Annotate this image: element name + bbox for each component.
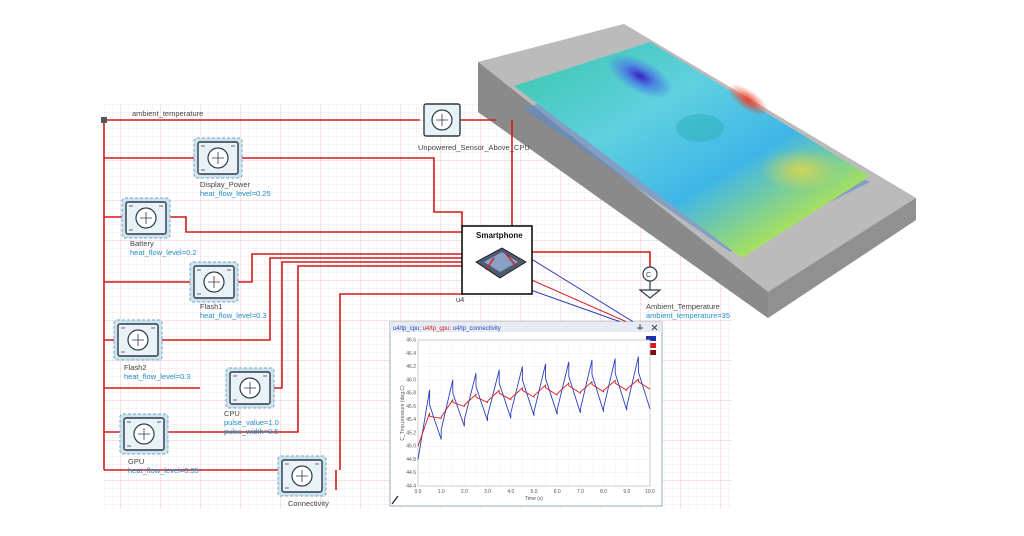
component-name: Battery <box>130 239 154 248</box>
x-tick-label: 5.0 <box>531 489 538 495</box>
heat-flow-source-icon <box>285 463 319 489</box>
svg-text:C: C <box>646 272 651 279</box>
component-name: Flash2 <box>124 363 147 372</box>
component-name: GPU <box>128 457 144 466</box>
plot-legend <box>646 336 656 355</box>
heat-flow-source-icon <box>121 327 155 353</box>
component-param: heat_flow_level=0.3 <box>124 372 191 381</box>
x-tick-label: 7.0 <box>577 489 584 495</box>
component-name: Flash1 <box>200 302 223 311</box>
component-block-cpu[interactable] <box>225 367 275 409</box>
wire-network <box>101 117 651 490</box>
phone-3d-thermal-model <box>478 24 916 318</box>
smartphone-block[interactable] <box>461 225 533 295</box>
legend-swatch <box>646 336 656 341</box>
series-line-0 <box>417 356 651 460</box>
y-tick-label: 45.4 <box>406 417 416 423</box>
temperature-chart: 44.4 44.6 44.8 45.0 45.2 45.4 45.6 45.8 46.0 46.2… <box>400 338 655 503</box>
heat-flow-source-icon <box>201 145 235 171</box>
component-block-display-power[interactable] <box>193 137 243 179</box>
x-axis-label: Time (s) <box>525 496 543 502</box>
plot-window-title: u4/tp_cpu; u4/tp_gpu; u4/tp_connectivity <box>393 326 501 332</box>
pin-icon[interactable] <box>637 324 643 330</box>
y-tick-label: 45.8 <box>406 391 416 397</box>
component-block-gpu[interactable] <box>119 413 169 455</box>
heat-flow-source-icon <box>233 375 267 401</box>
unpowered-sensor-block[interactable] <box>423 103 461 137</box>
y-tick-label: 45.6 <box>406 404 416 410</box>
x-tick-label: 4.0 <box>507 489 514 495</box>
heat-flow-source-icon <box>127 421 161 447</box>
thermal-ground-icon <box>638 281 662 299</box>
component-param: heat_flow_level=0.35 <box>128 466 199 475</box>
component-param: heat_flow_level=0.3 <box>200 311 267 320</box>
ambient-temperature-param: ambient_temperature=35 <box>646 311 730 320</box>
y-tick-label: 46.0 <box>406 377 416 383</box>
y-tick-label: 44.4 <box>406 484 416 490</box>
x-tick-label: 0.0 <box>415 489 422 495</box>
component-param: heat_flow_level=0.25 <box>200 189 271 198</box>
ambient-temperature-block[interactable]: C <box>638 266 662 299</box>
component-block-flash2[interactable] <box>113 319 163 361</box>
heat-flow-source-icon <box>129 205 163 231</box>
x-tick-label: 2.0 <box>461 489 468 495</box>
heat-flow-source-icon <box>197 269 231 295</box>
close-icon[interactable] <box>651 324 658 331</box>
y-tick-label: 46.6 <box>406 338 416 344</box>
x-tick-label: 8.0 <box>600 489 607 495</box>
component-param: pulse_value=1.0 <box>224 418 279 427</box>
resize-handle[interactable] <box>391 495 399 505</box>
heat-map-surface <box>514 42 870 258</box>
y-tick-label: 45.2 <box>406 430 416 436</box>
y-tick-label: 46.4 <box>406 351 416 357</box>
phone-tilted-icon <box>475 247 527 279</box>
smartphone-instance-id: u4 <box>456 295 464 304</box>
x-tick-label: 10.0 <box>645 489 655 495</box>
y-tick-label: 46.2 <box>406 364 416 370</box>
y-axis-label: C_Tmp.pressure (deg.C) <box>400 385 406 441</box>
y-tick-label: 44.6 <box>406 470 416 476</box>
component-name: Display_Power <box>200 180 251 189</box>
legend-swatch <box>646 343 656 348</box>
x-tick-label: 9.0 <box>623 489 630 495</box>
component-param: heat_flow_level=0.2 <box>130 248 197 257</box>
x-tick-label: 6.0 <box>554 489 561 495</box>
component-name: CPU <box>224 409 240 418</box>
ambient-temperature-wire-label: ambient_temperature <box>132 109 203 118</box>
smartphone-title: Smartphone <box>476 231 523 240</box>
series-line-1 <box>417 378 651 447</box>
x-tick-label: 3.0 <box>484 489 491 495</box>
ambient-temperature-block-label: Ambient_Temperature <box>646 302 720 311</box>
component-block-battery[interactable] <box>121 197 171 239</box>
y-tick-label: 45.0 <box>406 444 416 450</box>
component-name: Connectivity <box>288 499 329 508</box>
legend-swatch <box>646 350 656 355</box>
component-block-connectivity[interactable] <box>277 455 327 497</box>
x-tick-label: 1.0 <box>438 489 445 495</box>
component-block-flash1[interactable] <box>189 261 239 303</box>
unpowered-sensor-label: Unpowered_Sensor_Above_CPU <box>418 143 530 152</box>
y-tick-label: 44.8 <box>406 457 416 463</box>
component-param: pulse_width=0.5 <box>224 427 278 436</box>
